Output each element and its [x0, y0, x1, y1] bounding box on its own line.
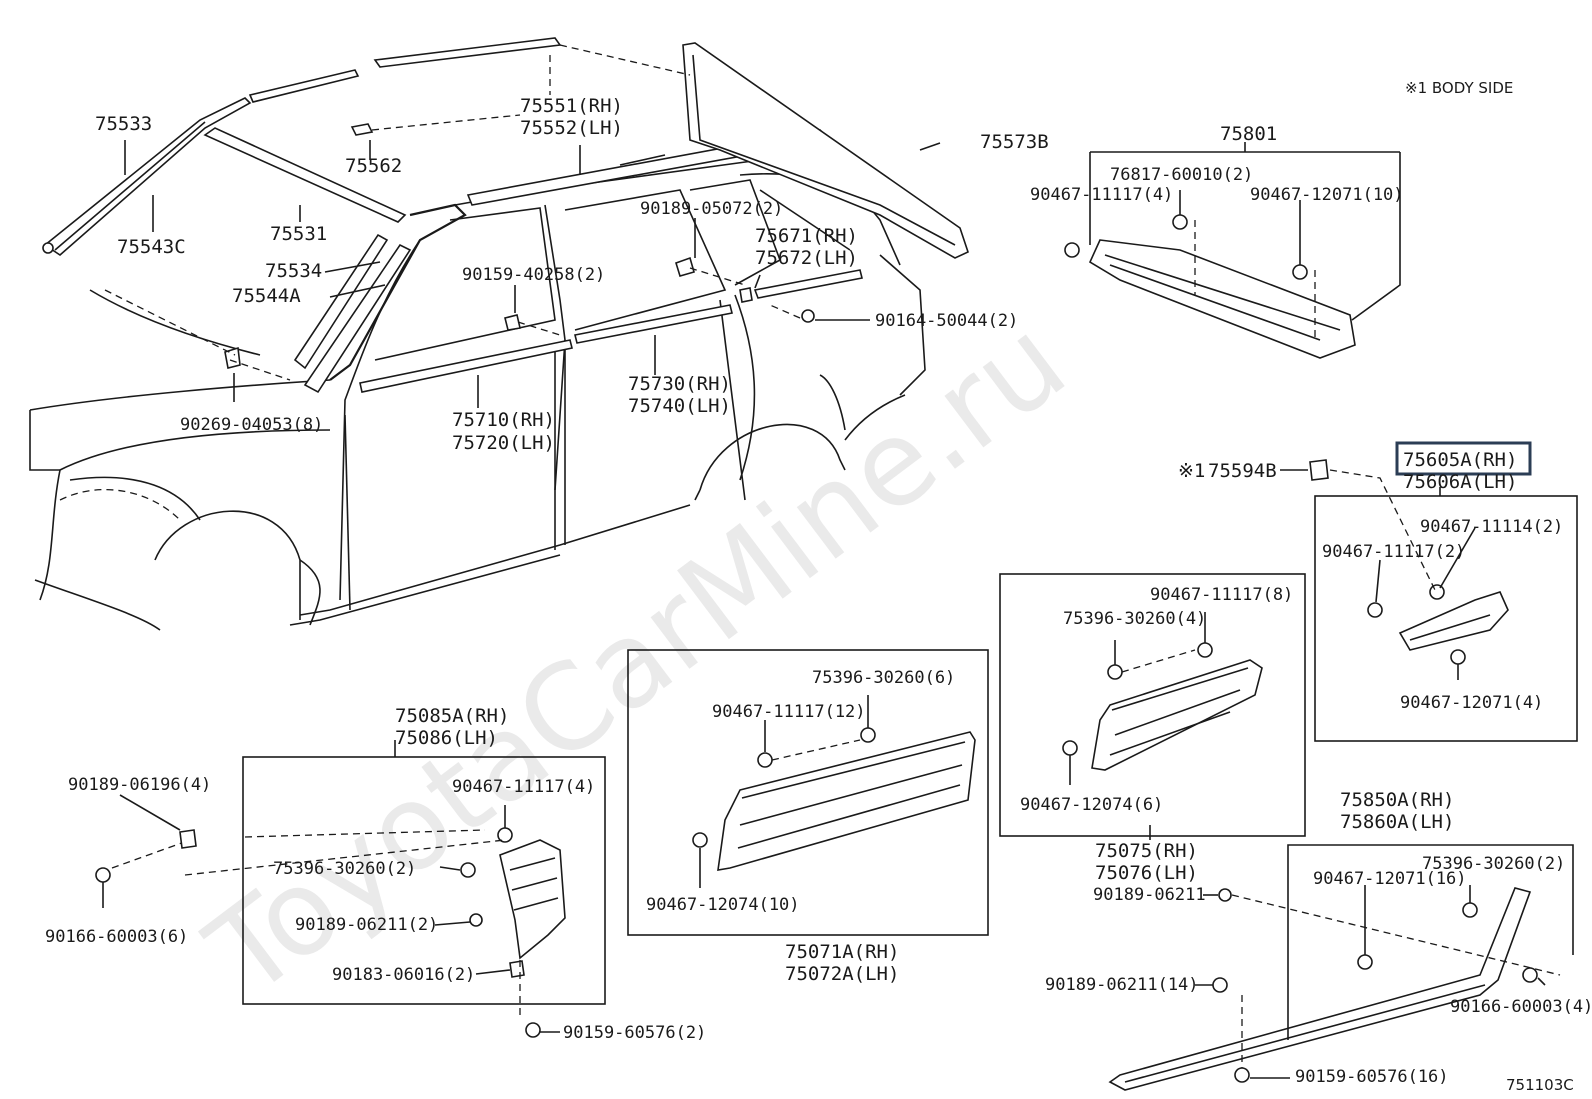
label-75850a: 75850A(RH): [1340, 789, 1454, 811]
label-75544a: 75544A: [232, 285, 301, 307]
rear-bumper-molding-box: [1309, 459, 1578, 742]
label-75552: 75552(LH): [520, 117, 623, 139]
front-door-molding-box: [627, 649, 989, 936]
label-75543c: 75543C: [117, 236, 186, 258]
roof-guide-lines: [104, 44, 801, 381]
label-75396-30260-2a: 75396-30260(2): [273, 859, 416, 879]
label-75562: 75562: [345, 155, 402, 177]
label-75740: 75740(LH): [628, 395, 731, 417]
label-75860a: 75860A(LH): [1340, 811, 1454, 833]
label-75606a: 75606A(LH): [1403, 471, 1517, 493]
label-90467-12071-16: 90467-12071(16): [1313, 869, 1467, 889]
label-76817-60010: 76817-60010(2): [1110, 165, 1253, 185]
label-75720: 75720(LH): [452, 432, 555, 454]
label-75396-30260-2b: 75396-30260(2): [1422, 854, 1565, 874]
label-90467-11117-12: 90467-11117(12): [712, 702, 866, 722]
label-75072a: 75072A(LH): [785, 963, 899, 985]
label-75730: 75730(RH): [628, 373, 731, 395]
label-75594b-mark: ※1: [1178, 460, 1205, 482]
label-75533: 75533: [95, 113, 152, 135]
label-90467-11114: 90467-11114(2): [1420, 517, 1563, 537]
label-75531: 75531: [270, 223, 327, 245]
label-90164-50044: 90164-50044(2): [875, 311, 1018, 331]
label-90467-12074-6: 90467-12074(6): [1020, 795, 1163, 815]
label-75573b: 75573B: [980, 131, 1049, 153]
label-90467-12071-4: 90467-12071(4): [1400, 693, 1543, 713]
label-75396-30260-4: 75396-30260(4): [1063, 609, 1206, 629]
label-75672: 75672(LH): [755, 247, 858, 269]
mud-guard-box: [95, 740, 606, 1038]
label-90189-06211: 90189-06211: [1093, 885, 1206, 905]
label-90467-11117-4b: 90467-11117(4): [452, 777, 595, 797]
label-90189-06211-14: 90189-06211(14): [1045, 975, 1199, 995]
label-75085a: 75085A(RH): [395, 705, 509, 727]
part-labels: ※1 BODY SIDE 75533 75543C 75531 75534 75…: [45, 79, 1592, 1094]
rear-panel-75801: [1064, 142, 1401, 359]
label-75396-30260-6: 75396-30260(6): [812, 668, 955, 688]
rear-door-molding-box: [999, 573, 1306, 837]
label-75801: 75801: [1220, 123, 1277, 145]
label-90159-40258: 90159-40258(2): [462, 265, 605, 285]
diagram-code: 751103C: [1506, 1076, 1574, 1094]
label-90467-11117-2: 90467-11117(2): [1322, 542, 1465, 562]
label-90189-05072: 90189-05072(2): [640, 199, 783, 219]
leader-lines: [124, 140, 1308, 471]
highlight-box: [1395, 441, 1532, 476]
note-body-side: ※1 BODY SIDE: [1405, 79, 1513, 97]
label-90166-60003-4: 90166-60003(4): [1450, 997, 1592, 1017]
label-75534: 75534: [265, 260, 322, 282]
label-75594b: 75594B: [1208, 460, 1277, 482]
label-75710: 75710(RH): [452, 409, 555, 431]
label-90467-12071-10: 90467-12071(10): [1250, 185, 1404, 205]
label-75076: 75076(LH): [1095, 862, 1198, 884]
label-90467-11117-4a: 90467-11117(4): [1030, 185, 1173, 205]
label-75086: 75086(LH): [395, 727, 498, 749]
label-90189-06211-2: 90189-06211(2): [295, 915, 438, 935]
label-90269-04053: 90269-04053(8): [180, 415, 323, 435]
vehicle-outline: [29, 149, 926, 631]
label-90467-11117-8: 90467-11117(8): [1150, 585, 1293, 605]
label-90189-06196: 90189-06196(4): [68, 775, 211, 795]
label-90467-12074-10: 90467-12074(10): [646, 895, 800, 915]
label-75551: 75551(RH): [520, 95, 623, 117]
rocker-molding: [1108, 825, 1574, 1091]
label-75075: 75075(RH): [1095, 840, 1198, 862]
label-75671: 75671(RH): [755, 225, 858, 247]
label-90159-60576-2: 90159-60576(2): [563, 1023, 706, 1043]
roof-moldings: [42, 37, 969, 394]
label-90166-60003-6: 90166-60003(6): [45, 927, 188, 947]
label-90183-06016: 90183-06016(2): [332, 965, 475, 985]
label-75071a: 75071A(RH): [785, 941, 899, 963]
label-75605a: 75605A(RH): [1403, 449, 1517, 471]
label-90159-60576-16: 90159-60576(16): [1295, 1067, 1449, 1087]
